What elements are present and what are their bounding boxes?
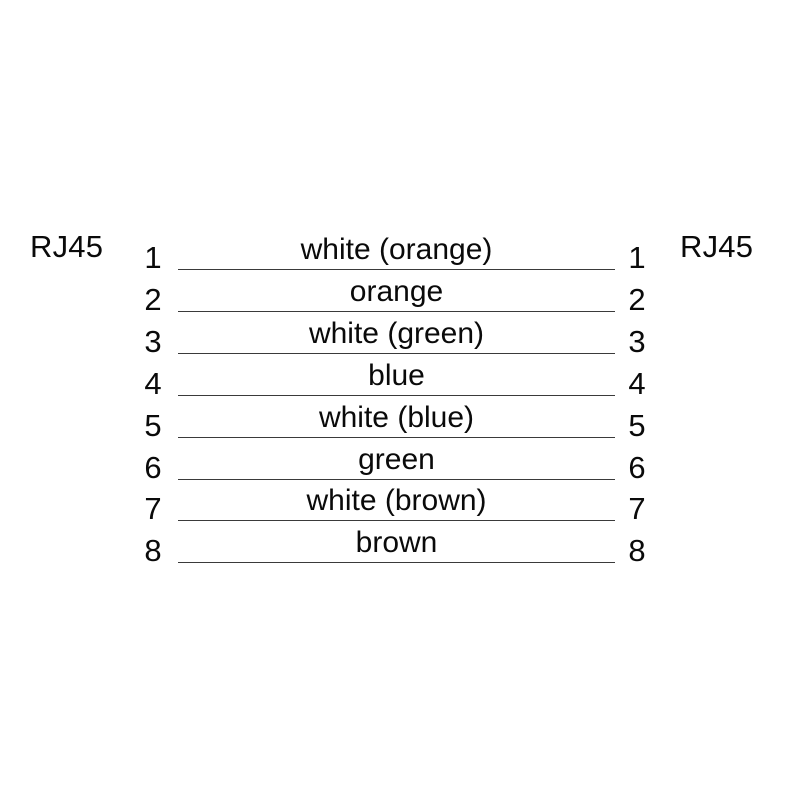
wire-row-6: 6 green 6 <box>0 441 800 483</box>
pin-number-right-2: 2 <box>628 281 646 317</box>
wire-row-7: 7 white (brown) 7 <box>0 482 800 527</box>
wire-conductor-line-2 <box>178 310 615 312</box>
wire-conductor-line-1 <box>178 269 615 270</box>
connector-label-left: RJ45 <box>30 229 104 264</box>
wire-row-4: 4 blue 4 <box>0 357 800 399</box>
wire-color-label-7: white (brown) <box>306 484 487 518</box>
pin-number-left-3: 3 <box>144 323 162 359</box>
pin-number-left-4: 4 <box>144 365 162 401</box>
pin-number-right-1: 1 <box>628 240 646 275</box>
wire-conductor-line-5 <box>178 436 615 438</box>
pin-number-left-1: 1 <box>144 240 162 275</box>
wire-color-label-4: blue <box>368 358 425 392</box>
wire-conductor-line-3 <box>178 352 615 354</box>
wire-conductor-line-6 <box>178 478 615 480</box>
wire-color-label-1: white (orange) <box>300 233 493 266</box>
wire-conductor-line-4 <box>178 394 615 396</box>
connector-label-right: RJ45 <box>680 229 754 264</box>
pin-number-left-8: 8 <box>144 533 162 569</box>
wire-color-label-2: orange <box>349 274 444 308</box>
pin-number-left-5: 5 <box>144 407 162 443</box>
wire-row-2: 2 orange 2 <box>0 273 800 315</box>
wire-row-3: 3 white (green) 3 <box>0 315 800 357</box>
pin-number-left-7: 7 <box>144 491 162 527</box>
pin-number-left-2: 2 <box>144 281 162 317</box>
wire-color-label-8: brown <box>355 526 438 560</box>
pin-number-right-5: 5 <box>628 407 646 443</box>
pin-number-right-3: 3 <box>628 323 646 359</box>
wire-color-label-6: green <box>358 442 435 476</box>
pin-number-right-7: 7 <box>628 491 646 527</box>
wire-row-1: 1 white (orange) 1 <box>0 231 800 275</box>
wire-row-5: 5 white (blue) 5 <box>0 399 800 441</box>
pin-number-left-6: 6 <box>144 449 162 485</box>
pin-number-right-8: 8 <box>628 533 646 569</box>
wire-color-label-5: white (blue) <box>318 400 475 434</box>
wire-conductor-line-8 <box>178 562 615 564</box>
pin-number-right-6: 6 <box>628 449 646 485</box>
wire-conductor-line-7 <box>178 520 615 522</box>
pin-number-right-4: 4 <box>628 365 646 401</box>
wire-row-8: 8 brown 8 <box>0 524 800 569</box>
wire-color-label-3: white (green) <box>308 316 485 350</box>
